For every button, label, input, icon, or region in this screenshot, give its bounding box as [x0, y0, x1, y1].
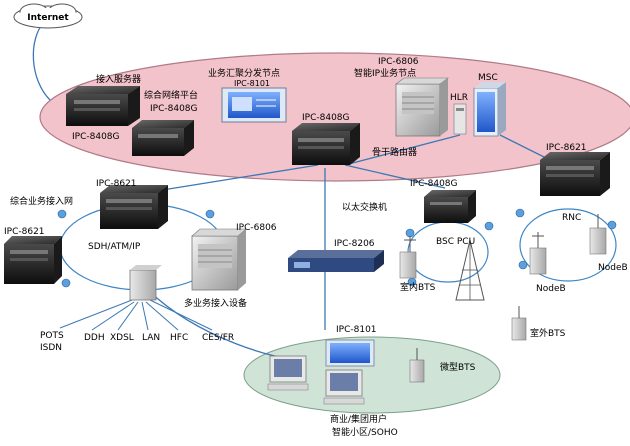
hlr-tower-icon — [453, 103, 467, 135]
msc-cabinet-icon — [473, 82, 506, 137]
mux-fanout — [59, 299, 213, 331]
service-aggregation-device-icon — [221, 87, 287, 123]
ipc-8621-left-icon — [4, 236, 62, 284]
ipc-8621-left-label: IPC-8621 — [4, 227, 45, 237]
ring-node — [57, 209, 67, 219]
outdoor-bts-label: 室外BTS — [530, 327, 566, 339]
link-core-bsc — [344, 164, 446, 189]
smart-community-label: 智能小区/SOHO — [332, 426, 398, 438]
internet-cloud: Internet — [13, 3, 83, 29]
ipc-6806-mid-icon — [191, 228, 247, 291]
ring-node — [515, 208, 525, 218]
converged-platform-label: 综合网络平台 — [144, 89, 198, 101]
ddh-label: DDH — [84, 333, 105, 343]
ring-node — [61, 278, 71, 288]
sdh-atm-ip-label: SDH/ATM/IP — [88, 242, 141, 252]
service-aggregation-label: 业务汇聚分发节点 — [208, 67, 280, 79]
user-area-devices — [267, 339, 425, 405]
internet-label: Internet — [27, 13, 69, 23]
multi-access-box-icon — [129, 265, 162, 301]
isdn-label: ISDN — [40, 343, 62, 353]
ipc-8408g-bsc-label: IPC-8408G — [410, 179, 458, 189]
lan-label: LAN — [142, 333, 160, 343]
integrated-access-net-label: 综合业务接入网 — [10, 195, 73, 207]
ipc-8408g-a-label: IPC-8408G — [150, 104, 198, 114]
ipc-8408g-core-label: IPC-8408G — [302, 113, 350, 123]
nodeb-b-icon — [589, 214, 607, 255]
ipc-8206-label: IPC-8206 — [334, 239, 375, 249]
ring-node — [607, 220, 617, 230]
xdsl-label: XDSL — [110, 333, 134, 343]
ipc-8621-top-icon — [100, 185, 168, 229]
bsc-ring — [407, 221, 489, 283]
ipc-6806-top-label: IPC-6806 — [378, 57, 419, 67]
ipc-8408g-server-icon — [132, 120, 194, 156]
msc-label: MSC — [478, 73, 498, 83]
micro-bts-icon — [409, 348, 425, 383]
user-area — [243, 336, 501, 414]
ces-fr-label: CES/FR — [202, 333, 234, 343]
ipc-8101-bottom-icon — [325, 339, 375, 367]
ethernet-switch-icon — [288, 250, 384, 272]
tower-bts-icon — [455, 239, 485, 301]
indoor-bts-icon — [399, 236, 417, 279]
ring-node — [405, 228, 415, 238]
hlr-label: HLR — [450, 93, 468, 103]
pc-right-icon — [323, 369, 365, 405]
ipc-8101-bottom-label: IPC-8101 — [336, 325, 377, 335]
hfc-label: HFC — [170, 333, 188, 343]
ring-node — [518, 260, 528, 270]
link-core-msc — [344, 134, 461, 166]
nodeb-b-label: NodeB — [598, 263, 628, 273]
rnc-label: RNC — [562, 213, 581, 223]
micro-bts-label: 微型BTS — [440, 361, 476, 373]
pc-left-icon — [267, 355, 309, 391]
ipc-6806-chassis-icon — [395, 77, 449, 137]
access-server-icon — [66, 86, 140, 126]
ipc-6806-mid-label: IPC-6806 — [236, 223, 277, 233]
indoor-bts-label: 室内BTS — [400, 281, 436, 293]
bsc-pcu-label: BSC PCU — [436, 237, 475, 247]
outdoor-bts-icon — [511, 306, 527, 341]
bsc-server-icon — [424, 190, 476, 223]
access-server-label: 接入服务器 — [96, 73, 141, 85]
ipc-8408g-b-label: IPC-8408G — [72, 132, 120, 142]
ipc-8621-right-label: IPC-8621 — [546, 143, 587, 153]
nodeb-a-icon — [529, 232, 547, 275]
labels: 接入服务器 综合网络平台 IPC-8408G IPC-8408G 业务汇聚分发节… — [4, 57, 628, 438]
nodeb-a-label: NodeB — [536, 284, 566, 294]
ipc-8621-top-label: IPC-8621 — [96, 179, 137, 189]
core-router-icon — [292, 123, 360, 165]
ring-node — [205, 209, 215, 219]
business-users-label: 商业/集团用户 — [330, 413, 387, 425]
rnc-ring — [519, 208, 617, 282]
pots-label: POTS — [40, 331, 64, 341]
link-internet-access — [32, 21, 51, 101]
rnc-server-icon — [540, 152, 610, 196]
ring-node — [484, 221, 494, 231]
link-core-access-ring — [149, 164, 319, 193]
ethernet-switch-label: 以太交换机 — [342, 201, 387, 213]
bts-cabinets — [399, 214, 607, 341]
intelligent-ip-node-label: 智能IP业务节点 — [354, 67, 416, 79]
multi-access-label: 多业务接入设备 — [184, 297, 247, 309]
ipc-8101-top-label: IPC-8101 — [234, 79, 270, 88]
backbone-router-label: 骨干路由器 — [372, 146, 417, 158]
